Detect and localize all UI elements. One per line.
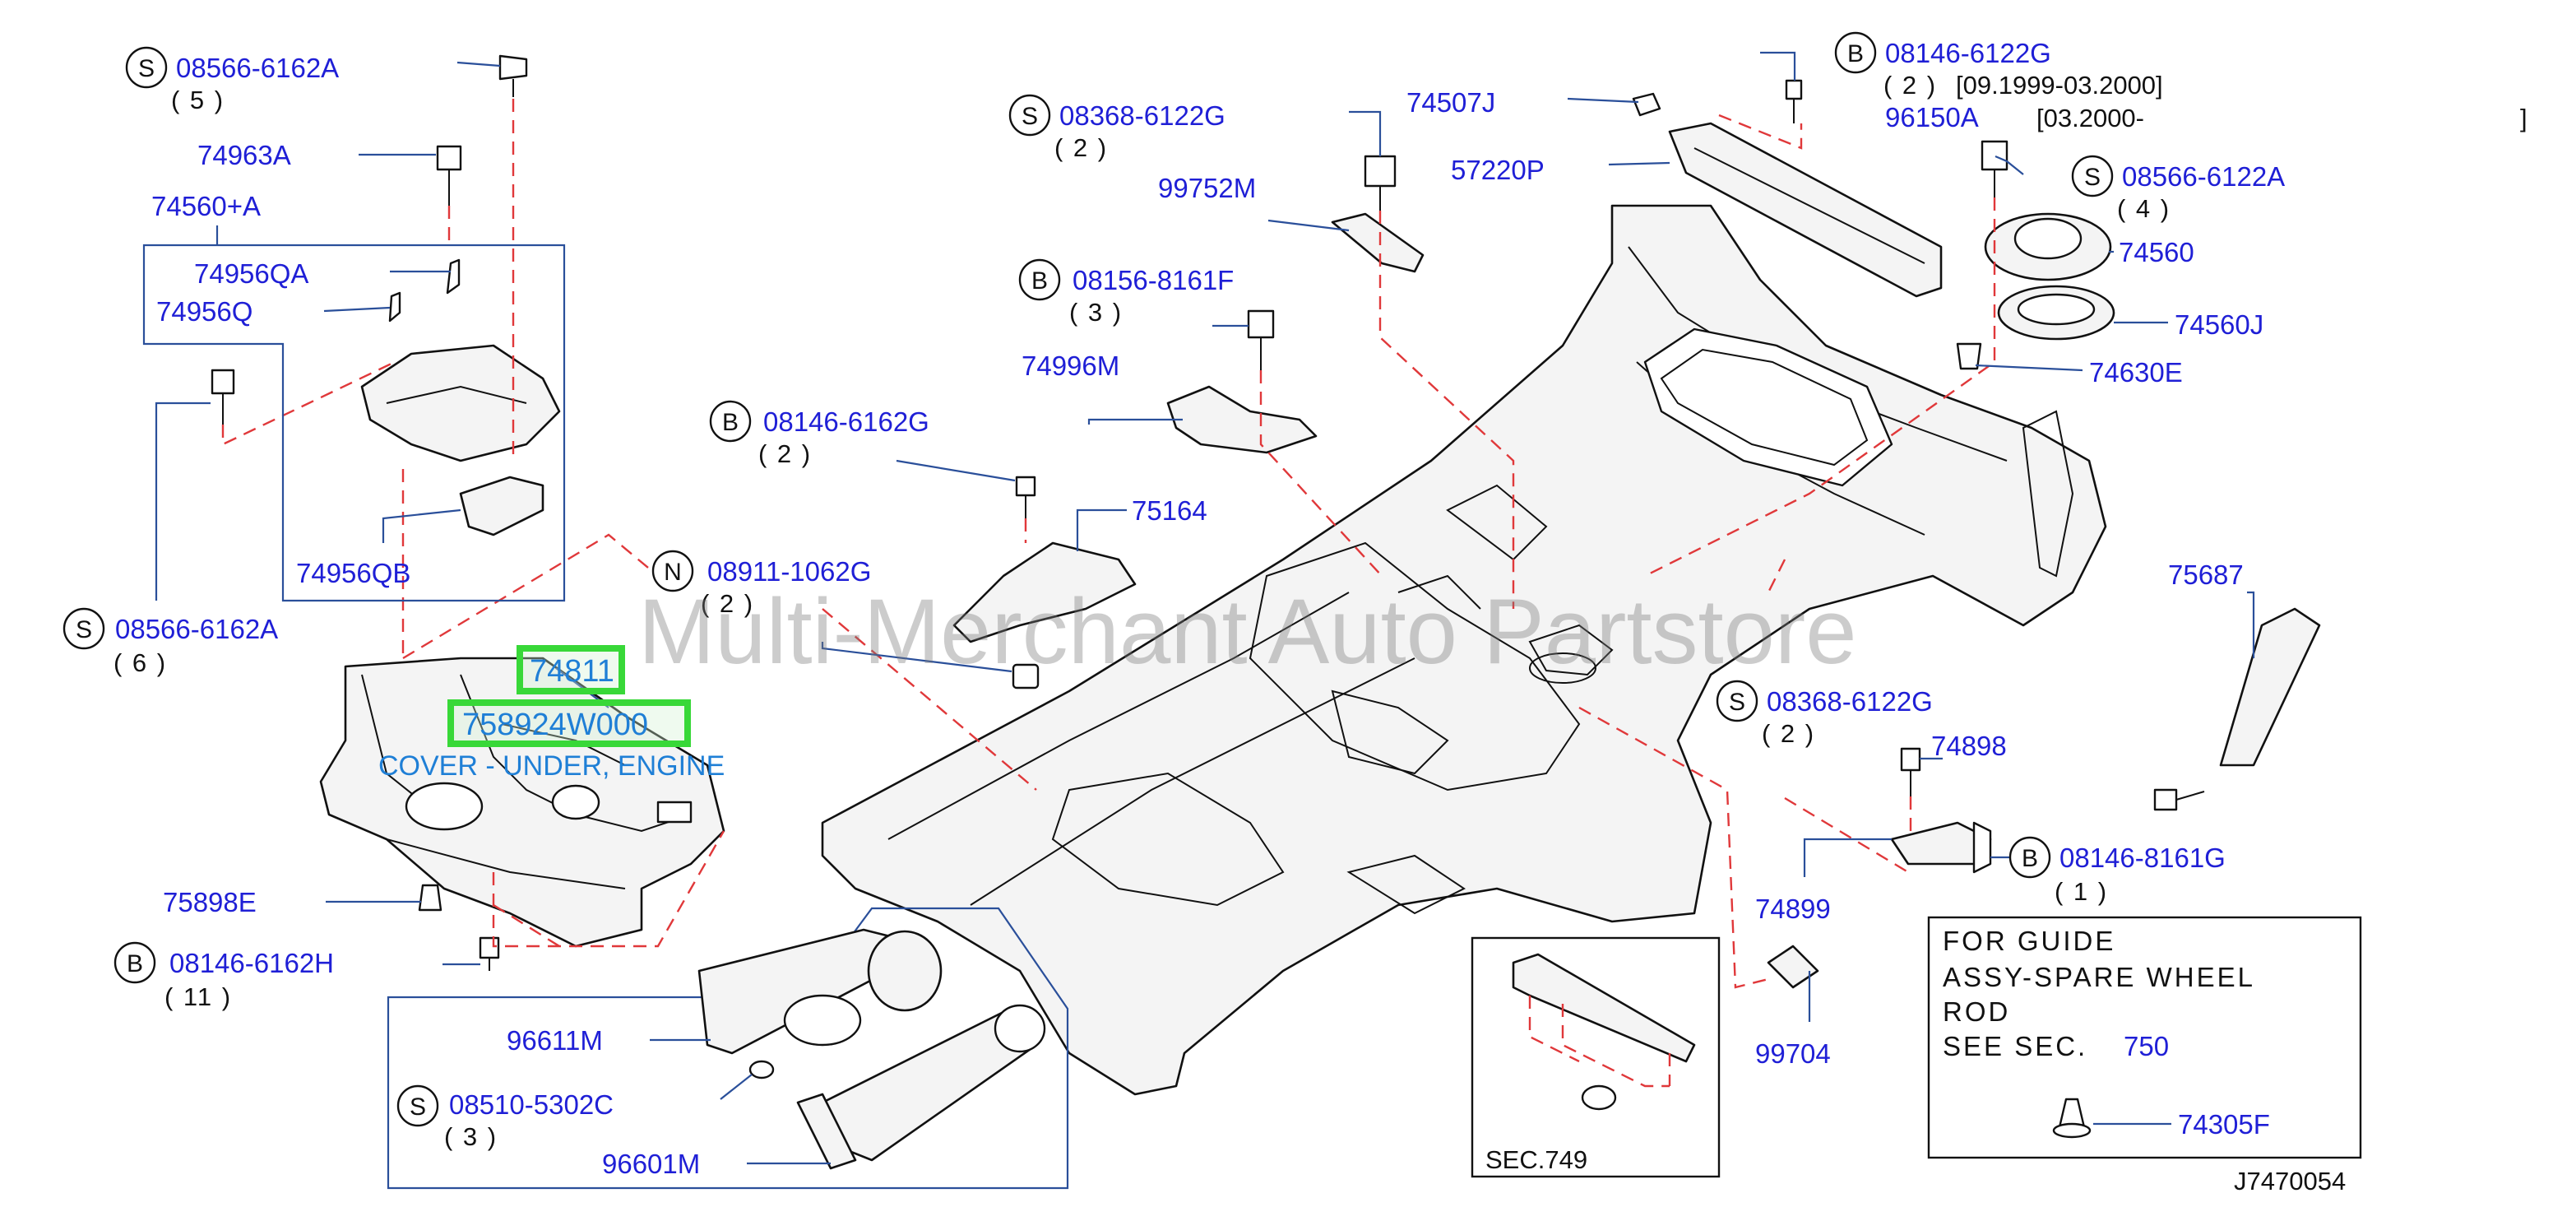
part-label-08911-1062G[interactable]: 08911-1062G [707, 556, 871, 587]
leader-lines [155, 51, 2255, 1165]
qty-label-2e: ( 2 ) [1762, 719, 1815, 748]
symbol-letter-b4: B [127, 950, 143, 977]
part-label-99704[interactable]: 99704 [1755, 1038, 1831, 1069]
symbol-letter-b3: B [722, 409, 739, 436]
part-label-75898E[interactable]: 75898E [163, 887, 257, 917]
cover-group-74560A-drawing [211, 54, 561, 536]
part-label-96601M[interactable]: 96601M [602, 1149, 700, 1179]
note-box: FOR GUIDE ASSY-SPARE WHEEL ROD SEE SEC. … [1927, 916, 2362, 1159]
part-label-74507J[interactable]: 74507J [1406, 87, 1495, 118]
symbol-letter-b1: B [1847, 40, 1864, 67]
symbol-letter-s5: S [1729, 689, 1745, 716]
qty-label-5: ( 5 ) [171, 86, 225, 114]
qty-label-2b: ( 2 ) [1883, 71, 1937, 100]
part-label-08156-8161F[interactable]: 08156-8161F [1073, 265, 1234, 295]
symbol-circle-n1 [651, 550, 694, 592]
qty-label-6: ( 6 ) [114, 648, 167, 677]
part-label-74963A[interactable]: 74963A [197, 140, 291, 170]
part-label-74956QA[interactable]: 74956QA [194, 258, 308, 289]
part-label-74630E[interactable]: 74630E [2089, 357, 2183, 388]
symbol-circle-b4 [114, 941, 156, 984]
part-label-74898[interactable]: 74898 [1931, 731, 2007, 761]
part-labels: 08566-6162A ( 5 ) 74963A 74560+A 74956QA… [114, 38, 2527, 1195]
symbol-letter-s4: S [2084, 164, 2101, 191]
qty-label-2d: ( 2 ) [701, 589, 754, 618]
dashed-relation-lines [221, 99, 1996, 989]
part-label-57220P[interactable]: 57220P [1451, 155, 1545, 185]
part-label-75687[interactable]: 75687 [2168, 559, 2244, 590]
part-label-74956QB[interactable]: 74956QB [296, 558, 410, 588]
symbol-circle-s3 [1008, 94, 1051, 137]
symbol-circle-b3 [709, 400, 752, 443]
part-label-758924W000[interactable]: 758924W000 [462, 708, 648, 742]
qty-label-2c: ( 2 ) [758, 439, 812, 468]
highlight-box-758924W000 [447, 699, 691, 747]
symbol-circle-s1 [125, 46, 168, 89]
qty-label-11: ( 11 ) [164, 982, 232, 1011]
note-sec-ref-link[interactable]: 750 [2124, 1031, 2169, 1061]
part-label-08146-6162G[interactable]: 08146-6162G [763, 406, 929, 437]
diagram-id: J7470054 [2234, 1167, 2346, 1195]
part-label-08566-6162A-bottom[interactable]: 08566-6162A [115, 614, 278, 644]
note-line-2: ASSY-SPARE WHEEL [1943, 962, 2255, 992]
part-label-74996M[interactable]: 74996M [1022, 351, 1119, 381]
parts-misc-drawing [418, 79, 2321, 989]
circled-symbols: S S S S S S B B B B B N [63, 31, 2114, 1127]
part-label-99752M[interactable]: 99752M [1158, 173, 1256, 203]
part-label-74899[interactable]: 74899 [1755, 894, 1831, 924]
highlight-group: 74811 758924W000 COVER - UNDER, ENGINE [378, 645, 725, 782]
note-line-3: ROD [1943, 996, 2010, 1027]
part-label-08146-6162H[interactable]: 08146-6162H [169, 948, 334, 978]
floor-panel-drawing [821, 204, 2107, 1096]
sec749-label: SEC.749 [1485, 1145, 1587, 1174]
qty-label-3b: ( 3 ) [444, 1122, 498, 1151]
qty-label-2a: ( 2 ) [1054, 133, 1108, 162]
part-label-74305F[interactable]: 74305F [2178, 1109, 2270, 1140]
part-label-74956Q[interactable]: 74956Q [156, 296, 253, 327]
part-label-74560J[interactable]: 74560J [2175, 309, 2263, 340]
symbol-circle-b5 [2008, 836, 2051, 879]
symbol-letter-s6: S [410, 1093, 426, 1121]
part-label-75164[interactable]: 75164 [1132, 495, 1207, 526]
qty-label-4: ( 4 ) [2117, 194, 2171, 223]
symbol-circle-b2 [1018, 258, 1061, 301]
date-range-2: [03.2000- [2036, 104, 2144, 132]
symbol-circle-s5 [1716, 680, 1758, 722]
part-label-08510-5302C[interactable]: 08510-5302C [449, 1089, 614, 1120]
symbol-circle-s6 [396, 1084, 439, 1127]
symbol-letter-s1: S [138, 55, 155, 82]
symbol-letter-n1: N [664, 559, 682, 586]
part-label-96611M[interactable]: 96611M [507, 1025, 603, 1056]
qty-label-3a: ( 3 ) [1069, 298, 1123, 327]
symbol-letter-s2: S [76, 616, 92, 643]
part-label-08368-6122G-right[interactable]: 08368-6122G [1767, 686, 1933, 717]
part-label-08566-6162A-top[interactable]: 08566-6162A [176, 53, 339, 83]
part-label-74560A[interactable]: 74560+A [151, 191, 261, 221]
date-range-1: [09.1999-03.2000] [1956, 71, 2163, 100]
symbol-circle-s2 [63, 607, 105, 650]
part-description-cover-under-engine: COVER - UNDER, ENGINE [378, 750, 725, 782]
watermark-text: Multi-Merchant Auto Partstore [638, 580, 1856, 683]
note-line-1: FOR GUIDE [1943, 926, 2115, 956]
sec749-box: SEC.749 [1471, 936, 1721, 1178]
part-label-96150A[interactable]: 96150A [1885, 102, 1979, 132]
part-label-08146-8161G[interactable]: 08146-8161G [2059, 843, 2226, 873]
part-label-08146-6122G[interactable]: 08146-6122G [1885, 38, 2051, 68]
fuel-filter-drawing [697, 928, 1046, 1170]
note-line-4: SEE SEC. [1943, 1031, 2087, 1061]
symbol-letter-s3: S [1022, 103, 1038, 130]
date-range-2-end: ] [2520, 104, 2527, 132]
symbol-circle-b1 [1834, 31, 1877, 74]
part-label-08368-6122G-top[interactable]: 08368-6122G [1059, 100, 1225, 131]
symbol-circle-s4 [2071, 155, 2114, 197]
part-label-74811[interactable]: 74811 [530, 654, 614, 689]
part-label-74560[interactable]: 74560 [2119, 237, 2194, 267]
symbol-letter-b5: B [2022, 845, 2038, 872]
part-label-08566-6122A[interactable]: 08566-6122A [2122, 161, 2285, 192]
qty-label-1: ( 1 ) [2055, 877, 2108, 906]
symbol-letter-b2: B [1031, 267, 1048, 295]
highlight-box-74811 [517, 645, 625, 694]
